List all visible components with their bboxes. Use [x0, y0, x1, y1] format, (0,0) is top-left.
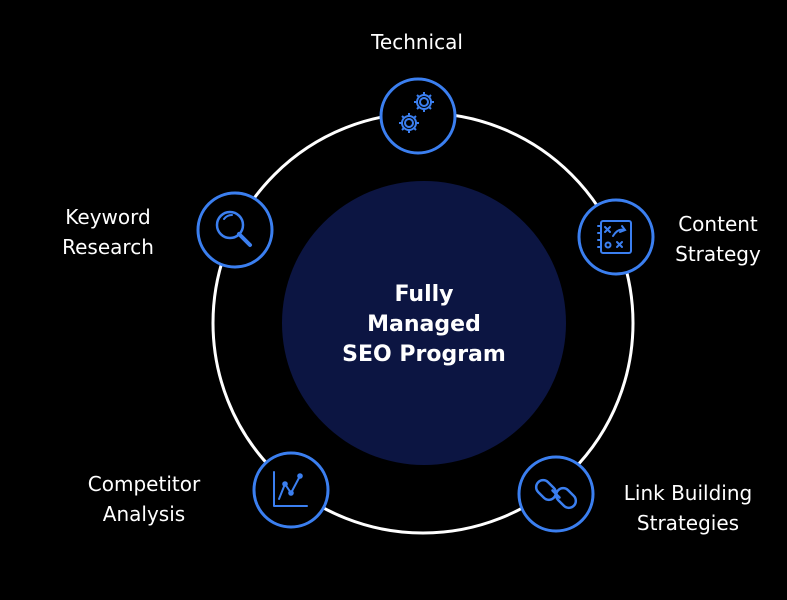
- link-building-label-line-2: Strategies: [636, 511, 740, 535]
- keyword-research-label-line-2: Research: [62, 235, 154, 259]
- link-building-label-line-1: Link Building: [623, 481, 753, 505]
- content-strategy-label: Content Strategy: [648, 209, 787, 269]
- gears-icon: [399, 92, 434, 133]
- strategy-board-icon: [597, 220, 632, 254]
- content-strategy-node: [577, 198, 655, 276]
- center-title-line-1: Fully: [394, 282, 454, 307]
- link-building-node: [517, 455, 595, 533]
- content-strategy-label-line-2: Strategy: [675, 242, 761, 266]
- chain-link-icon: [534, 478, 578, 510]
- technical-node: [379, 77, 457, 155]
- center-title: Fully Managed SEO Program: [282, 280, 566, 370]
- competitor-analysis-node: [252, 451, 330, 529]
- keyword-research-node: [196, 191, 274, 269]
- link-building-label: Link Building Strategies: [598, 478, 778, 538]
- line-chart-icon: [273, 471, 308, 507]
- technical-label: Technical: [332, 27, 502, 57]
- keyword-research-label: Keyword Research: [38, 202, 178, 262]
- technical-label-line-1: Technical: [371, 30, 463, 54]
- competitor-analysis-label-line-2: Analysis: [102, 502, 186, 526]
- content-strategy-label-line-1: Content: [678, 212, 758, 236]
- competitor-analysis-label: Competitor Analysis: [60, 469, 228, 529]
- keyword-research-label-line-1: Keyword: [65, 205, 151, 229]
- competitor-analysis-label-line-1: Competitor: [87, 472, 201, 496]
- center-circle: [282, 181, 566, 465]
- magnifying-glass-icon: [215, 210, 252, 247]
- center-title-line-2: Managed: [367, 312, 481, 337]
- center-title-line-3: SEO Program: [342, 342, 506, 367]
